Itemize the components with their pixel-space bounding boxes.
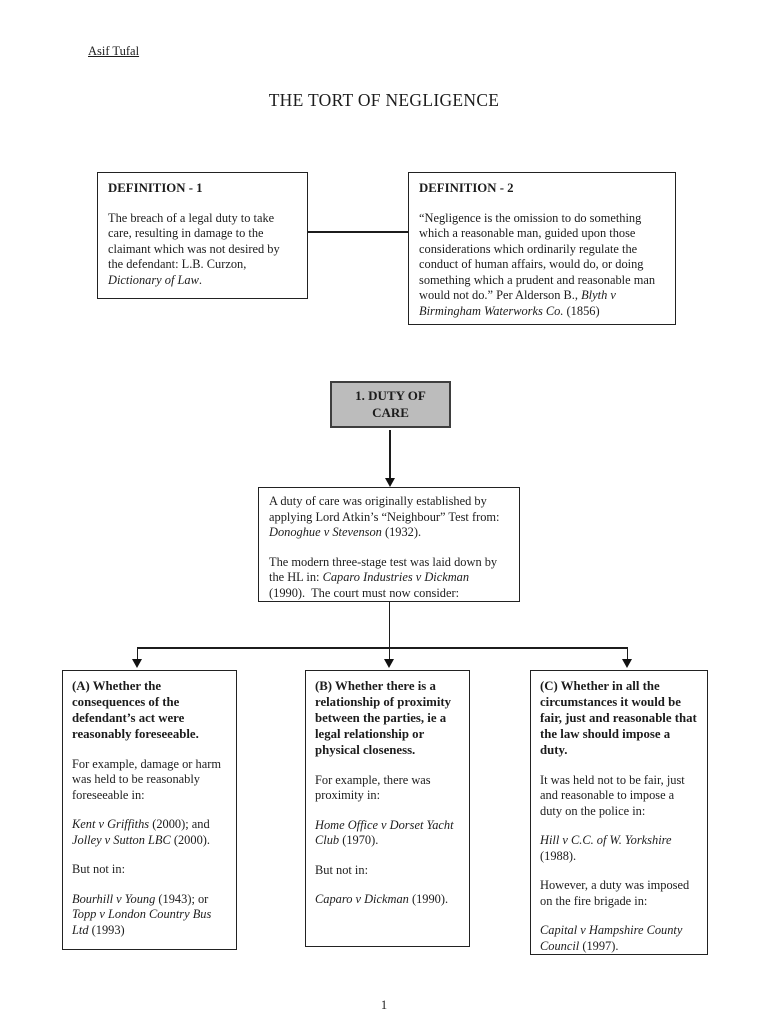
paragraph: A duty of care was originally establishe…: [269, 494, 500, 539]
connector-definitions-line: [308, 231, 408, 233]
criterion-b-box: (B) Whether there is a relationship of p…: [305, 670, 470, 947]
paragraph: But not in:: [315, 862, 369, 877]
criterion-b-body: For example, there was proximity in: Home…: [315, 773, 460, 908]
paragraph: The breach of a legal duty to take care,…: [108, 210, 280, 287]
paragraph: However, a duty was imposed on the fire …: [540, 878, 690, 908]
arrow-down-to-box-b: [383, 659, 394, 668]
criterion-c-body: It was held not to be fair, just and rea…: [540, 773, 698, 955]
definition-1-heading: DEFINITION - 1: [108, 181, 203, 195]
criterion-a-body: For example, damage or harm was held to …: [72, 757, 227, 939]
paragraph: Home Office v Dorset Yacht Club (1970).: [315, 817, 454, 848]
definition-2-heading: DEFINITION - 2: [419, 181, 514, 195]
arrow-down-to-box-c: [621, 659, 632, 668]
criterion-c-box: (C) Whether in all the circumstances it …: [530, 670, 708, 955]
page-number: 1: [380, 998, 388, 1012]
duty-of-care-label: 1. DUTY OF CARE: [355, 387, 426, 420]
arrow-down-to-box-a: [131, 659, 142, 668]
page-title: THE TORT OF NEGLIGENCE: [268, 90, 500, 110]
duty-of-care-box: 1. DUTY OF CARE: [330, 381, 451, 428]
definition-1-body: The breach of a legal duty to take care,…: [108, 211, 297, 289]
connector-stem-b: [388, 648, 390, 660]
paragraph: For example, there was proximity in:: [315, 772, 431, 803]
criterion-b-heading: (B) Whether there is a relationship of p…: [315, 679, 452, 757]
duty-of-care-explanation-body: A duty of care was originally establishe…: [269, 494, 509, 601]
paragraph: Hill v C.C. of W. Yorkshire (1988).: [540, 833, 672, 863]
paragraph: Capital v Hampshire County Council (1997…: [540, 923, 683, 953]
duty-of-care-explanation-box: A duty of care was originally establishe…: [258, 487, 520, 602]
paragraph: Kent v Griffiths (2000); and Jolley v Su…: [72, 817, 210, 847]
paragraph: Caparo v Dickman (1990).: [315, 892, 449, 907]
connector-stem-c: [626, 648, 628, 660]
definition-2-body: “Negligence is the omission to do someth…: [419, 211, 665, 320]
paragraph: But not in:: [72, 862, 126, 877]
definition-1-box: DEFINITION - 1 The breach of a legal dut…: [97, 172, 308, 299]
connector-branch-line: [137, 647, 628, 649]
paragraph: For example, damage or harm was held to …: [72, 756, 221, 802]
paragraph: The modern three-stage test was laid dow…: [269, 554, 498, 600]
criterion-c-heading: (C) Whether in all the circumstances it …: [540, 679, 697, 757]
arrow-down-duty-to-main: [384, 478, 395, 487]
criterion-a-box: (A) Whether the consequences of the defe…: [62, 670, 237, 950]
paragraph: Bourhill v Young (1943); or Topp v Londo…: [72, 891, 212, 937]
paragraph: It was held not to be fair, just and rea…: [540, 772, 685, 818]
connector-stem-a: [136, 648, 138, 660]
criterion-a-heading: (A) Whether the consequences of the defe…: [72, 679, 199, 741]
author-name: Asif Tufal: [88, 44, 140, 58]
paragraph: “Negligence is the omission to do someth…: [419, 210, 656, 318]
connector-main-stem: [388, 602, 390, 648]
definition-2-box: DEFINITION - 2 “Negligence is the omissi…: [408, 172, 676, 325]
connector-duty-stem: [389, 430, 391, 479]
